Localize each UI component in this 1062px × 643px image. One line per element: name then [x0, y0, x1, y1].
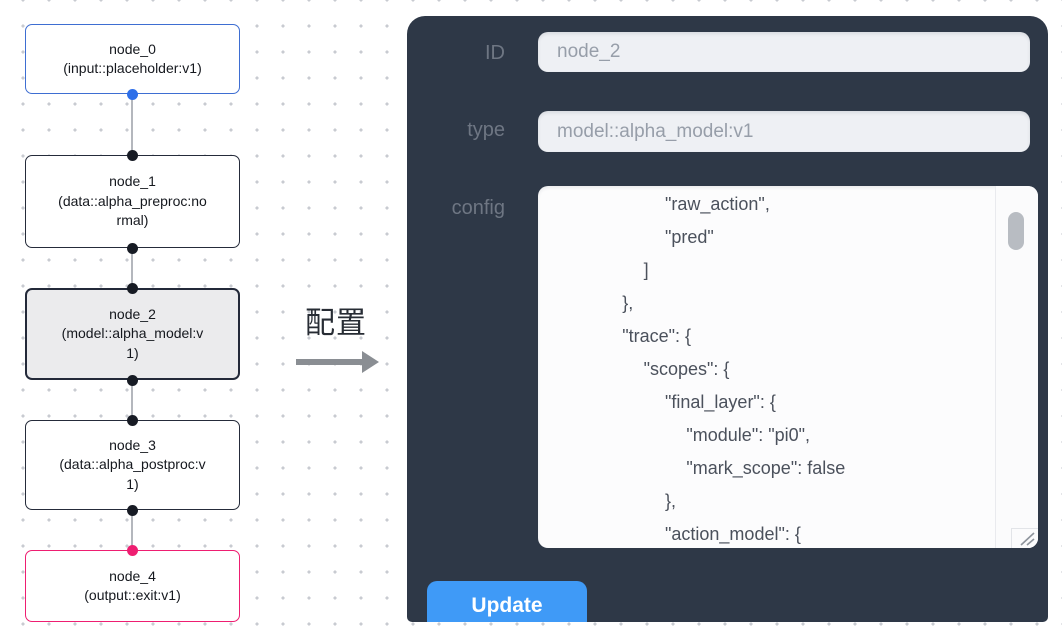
port-node2-out[interactable]	[127, 375, 138, 386]
json-line: "action_model": {	[665, 524, 801, 544]
json-line: "scopes": {	[643, 359, 730, 379]
port-node0-out[interactable]	[127, 89, 138, 100]
arrow-shaft	[296, 359, 362, 365]
port-node1-in[interactable]	[127, 150, 138, 161]
config-scrollbar-thumb[interactable]	[1008, 212, 1024, 250]
json-line: },	[622, 293, 634, 313]
graph-node-2-selected[interactable]: node_2 (model::alpha_model:v1)	[25, 288, 240, 380]
json-line: ]	[643, 260, 649, 280]
json-line: "final_layer": {	[665, 392, 776, 412]
port-node1-out[interactable]	[127, 243, 138, 254]
configure-transition: 配置	[284, 298, 388, 373]
type-field-label: type	[467, 119, 505, 141]
edge-node3-node4	[131, 510, 133, 550]
config-editor-content: "raw_action", "pred"]}, "trace": { "scopes"…	[558, 188, 994, 548]
json-line: },	[665, 491, 677, 511]
edge-node1-node2	[131, 248, 133, 288]
graph-node-0[interactable]: node_0 (input::placeholder:v1)	[25, 24, 240, 94]
node-config-panel: ID type config "raw_action", "pred"]}, "tr…	[407, 16, 1048, 622]
update-button[interactable]: Update	[427, 581, 587, 622]
node-title: node_3	[109, 436, 156, 453]
port-node3-in[interactable]	[127, 415, 138, 426]
graph-node-4[interactable]: node_4 (output::exit:v1)	[25, 550, 240, 622]
graph-node-3[interactable]: node_3 (data::alpha_postproc:v1)	[25, 420, 240, 510]
node-title: node_4	[109, 567, 156, 584]
config-textarea[interactable]: "raw_action", "pred"]}, "trace": { "scopes"…	[538, 186, 1038, 548]
config-field-label: config	[451, 197, 505, 219]
node-title: node_2	[109, 305, 156, 322]
json-line: "mark_scope": false	[686, 458, 846, 478]
json-line: "module": "pi0",	[686, 425, 811, 445]
json-line: "raw_action",	[665, 194, 770, 214]
type-input[interactable]	[538, 111, 1030, 152]
node-title: node_1	[109, 173, 156, 190]
resize-handle-icon[interactable]	[1011, 528, 1038, 548]
node-subtitle: (input::placeholder:v1)	[63, 60, 202, 76]
right-arrow-icon	[284, 351, 388, 373]
port-node2-in[interactable]	[127, 283, 138, 294]
id-input[interactable]	[538, 32, 1030, 72]
edge-node2-node3	[131, 380, 133, 420]
port-node3-out[interactable]	[127, 505, 138, 516]
json-line: "trace": {	[622, 326, 691, 346]
graph-node-1[interactable]: node_1 (data::alpha_preproc:normal)	[25, 155, 240, 248]
config-scrollbar-track[interactable]	[995, 186, 1038, 548]
id-field-label: ID	[485, 42, 505, 64]
node-subtitle: (model::alpha_model:v1)	[61, 325, 204, 361]
node-subtitle: (output::exit:v1)	[84, 587, 181, 603]
port-node4-in[interactable]	[127, 545, 138, 556]
json-line: "pred"	[665, 227, 714, 247]
arrow-head	[362, 351, 379, 373]
configure-label: 配置	[305, 307, 367, 340]
node-subtitle: (data::alpha_preproc:normal)	[58, 192, 207, 229]
edge-node0-node1	[131, 94, 133, 155]
node-title: node_0	[109, 40, 156, 57]
node-subtitle: (data::alpha_postproc:v1)	[59, 456, 206, 492]
